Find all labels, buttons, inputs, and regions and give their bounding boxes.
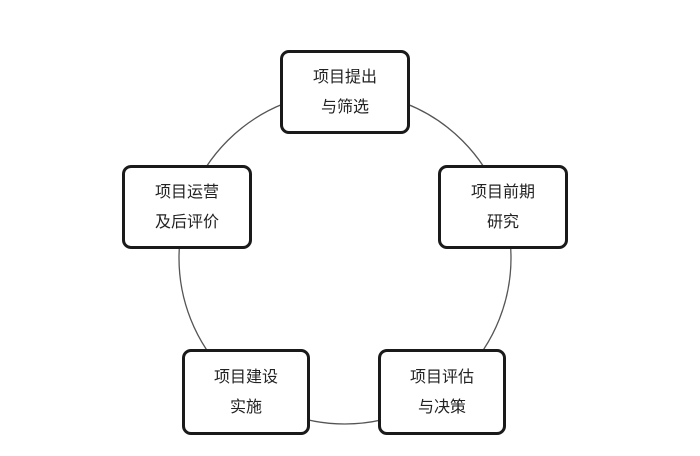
- stage-label-line1: 项目运营: [154, 182, 219, 201]
- stage-label-line2: 实施: [229, 397, 262, 416]
- stage-label-line1: 项目前期: [470, 182, 535, 201]
- stage-box-evaluation-decision: 项目评估 与决策: [378, 349, 506, 435]
- stage-box-operation-evaluation: 项目运营 及后评价: [122, 165, 252, 249]
- stage-label-line2: 研究: [486, 212, 519, 231]
- stage-box-construction: 项目建设 实施: [182, 349, 310, 435]
- stage-label-line2: 与筛选: [320, 97, 369, 116]
- stage-box-preliminary-research: 项目前期 研究: [438, 165, 568, 249]
- stage-box-project-proposal: 项目提出 与筛选: [280, 50, 410, 134]
- stage-label-line2: 及后评价: [154, 212, 219, 231]
- stage-label-line2: 与决策: [417, 397, 466, 416]
- stage-label-line1: 项目建设: [213, 367, 278, 386]
- stage-label-line1: 项目提出: [312, 67, 377, 86]
- stage-label-line1: 项目评估: [409, 367, 474, 386]
